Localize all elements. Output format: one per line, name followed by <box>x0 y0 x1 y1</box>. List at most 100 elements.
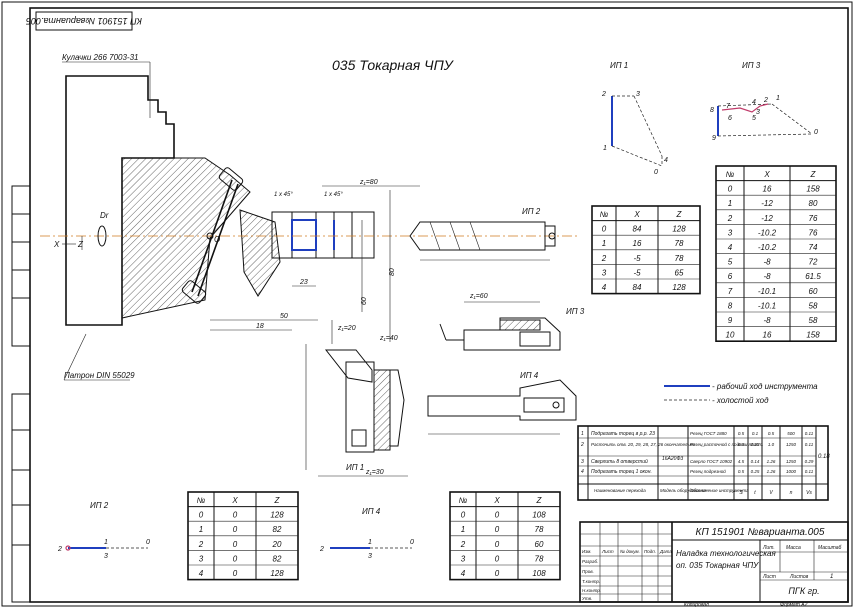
mode-header-cell: Vs <box>806 490 812 496</box>
table-cell: -8 <box>763 316 771 325</box>
table-cell: 2 <box>727 214 733 223</box>
ip3-pt-6: 6 <box>728 115 732 122</box>
dim-50: 50 <box>280 313 288 320</box>
table-cell: 80 <box>809 199 818 208</box>
ip1-tool-label: ИП 1 <box>346 463 364 472</box>
table-cell: 58 <box>809 301 818 310</box>
ip2b-pt-0: 0 <box>146 539 150 546</box>
table-cell: 61.5 <box>805 272 821 281</box>
dr-label: Dr <box>100 211 109 220</box>
table-cell: 16 <box>763 331 772 340</box>
dim-80: 80 <box>389 268 396 276</box>
table-cell: 1 <box>199 525 203 534</box>
tb-mass: Масса <box>786 545 801 551</box>
ip1-scheme-title: ИП 1 <box>610 61 628 70</box>
tb-bottom-right: Формат А2 <box>780 602 808 608</box>
op-tool-2: Резец расточной с подкиш.пласт. <box>690 441 763 447</box>
mode-cell: 0.5 <box>738 431 745 436</box>
dim-18: 18 <box>256 323 264 330</box>
table-cell: 3 <box>602 268 607 277</box>
table-cell: 2 <box>460 540 466 549</box>
table-cell: 60 <box>535 540 544 549</box>
op-tool-3: Сверло ГОСТ 10902 <box>690 459 733 464</box>
table-cell: 74 <box>809 243 818 252</box>
mode-cell: 4.5 <box>738 459 745 464</box>
ip3-pt-1: 1 <box>776 95 780 102</box>
mode-cell: 0.29 <box>805 459 814 464</box>
op-col-tool: Модель оборудования <box>660 488 707 493</box>
table-header-cell: № <box>197 496 206 505</box>
table-cell: 4 <box>199 569 204 578</box>
table-header-cell: X <box>493 496 500 505</box>
table-cell: 1 <box>602 239 606 248</box>
mode-cell: 0.25 <box>751 442 760 447</box>
boring-tool: ИП 3 <box>439 301 585 351</box>
op-row-1-text: Подрезать торец в р.р. 23 <box>591 431 655 437</box>
op-row-2-text: Расточить отв. 20, 29, 28, 27, 26 оконча… <box>591 442 695 447</box>
table-cell: 72 <box>809 258 818 267</box>
dim-z20: z₁=20 <box>337 325 356 332</box>
table-cell: 20 <box>272 540 282 549</box>
dim-60: 60 <box>361 297 368 305</box>
mode-cell: 0.5 <box>738 469 745 474</box>
ip4b-pt-3: 3 <box>368 553 372 560</box>
ip4-bottom-scheme: ИП 4 2 1 3 0 <box>319 507 414 560</box>
op-row-1-n: 1 <box>581 431 584 437</box>
ip3-pt-4: 4 <box>752 99 756 106</box>
ip3-scheme-title: ИП 3 <box>742 61 761 70</box>
ip1-pt-4: 4 <box>664 157 668 164</box>
ip2-bottom-title: ИП 2 <box>90 501 109 510</box>
table-cell: 128 <box>672 283 686 292</box>
table-cell: 9 <box>728 316 733 325</box>
dimensions: 50 18 23 z₁=80 1 х 45° 1 х 45° 60 80 z₁=… <box>210 179 488 477</box>
mode-header-cell: V <box>769 490 773 496</box>
table-cell: 108 <box>532 511 546 520</box>
op-row-4-text: Подрезать торец 1 окон. <box>591 469 652 475</box>
table-cell: -12 <box>761 199 773 208</box>
top-stamp: КП 151901 №варианта.005 <box>25 11 142 31</box>
mode-header-cell: n <box>790 490 793 496</box>
table-cell: 84 <box>633 283 642 292</box>
tb-row-4: Т.контр. <box>582 579 600 584</box>
dim-1x45-a: 1 х 45° <box>274 192 293 198</box>
ip1-scheme: ИП 1 1 2 3 4 0 <box>601 61 668 176</box>
table-cell: -5 <box>633 254 641 263</box>
tb-col-1: Лист <box>601 549 614 554</box>
table-cell: 128 <box>270 511 284 520</box>
table-cell: 4 <box>728 243 733 252</box>
tb-sheet: Лист <box>762 574 776 580</box>
dim-23: 23 <box>299 279 308 286</box>
mode-header-cell: S <box>739 490 743 496</box>
table-header-cell: X <box>633 210 640 219</box>
legend-idle: - холостой ход <box>712 396 769 405</box>
tb-col-3: Подп. <box>644 549 656 554</box>
mode-cell: 0.5 <box>738 442 745 447</box>
op-row-4-n: 4 <box>581 469 584 475</box>
table-header-cell: Z <box>676 210 683 219</box>
table-cell: 3 <box>199 554 204 563</box>
table-header-cell: X <box>763 170 770 179</box>
ip2-bottom-scheme: ИП 2 2 1 3 0 <box>57 501 150 560</box>
ip2-tool-label: ИП 2 <box>522 207 541 216</box>
ip3-scheme: ИП 3 8 7 6 5 4 3 2 1 9 0 <box>710 61 818 142</box>
table-cell: 3 <box>728 228 733 237</box>
chuck-label: Патрон DIN 55029 <box>64 371 135 380</box>
table-cell: 0 <box>233 525 238 534</box>
table-cell: 2 <box>601 254 607 263</box>
tb-lit: Лит. <box>762 545 775 551</box>
mode-cell: 1250 <box>786 442 797 447</box>
ip3-pt-7: 7 <box>726 103 731 110</box>
table-cell: 76 <box>809 228 818 237</box>
tb-row-5: Н.контр. <box>582 588 601 593</box>
table-cell: 0 <box>495 554 500 563</box>
table-cell: 84 <box>633 225 642 234</box>
table-cell: 82 <box>273 525 282 534</box>
facing-tool: ИП 4 <box>427 371 577 435</box>
table-cell: 16 <box>763 185 772 194</box>
table-header-cell: Z <box>274 496 281 505</box>
tb-col-2: № докум. <box>620 549 640 554</box>
mode-cell: 0.11 <box>805 442 814 447</box>
ip2b-pt-3: 3 <box>104 553 108 560</box>
